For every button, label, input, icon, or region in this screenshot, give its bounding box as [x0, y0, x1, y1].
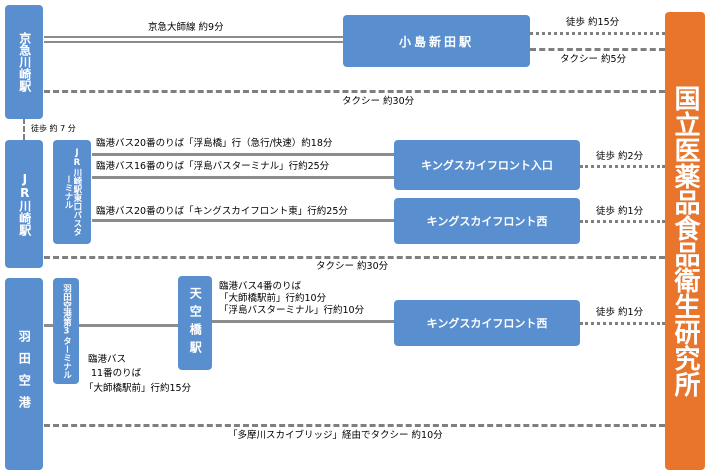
keikyu-daishi-label: 京急大師線 約9分: [148, 22, 224, 33]
bus20-kings-east-label: 臨港バス20番のりば「キングスカイフロント東」行約25分: [96, 206, 348, 217]
kojima-shinden-station: 小島新田駅: [343, 15, 530, 67]
taxi-30-b-line: [44, 256, 665, 259]
bus20-ukishimabashi-line: [92, 153, 394, 156]
jr-bus-terminal: JR川崎駅東口バスターミナル: [53, 140, 91, 244]
kings-entrance-stop: キングスカイフロント入口: [394, 140, 580, 190]
taxi-5-label: タクシー 約5分: [560, 54, 627, 65]
bus4-label-3: 「浮島バスターミナル」行約10分: [219, 305, 365, 316]
bus16-line: [92, 176, 394, 179]
walk-7-label: 徒歩 約 7 分: [31, 124, 76, 133]
bus4-label-2: 「大師橋駅前」行約10分: [219, 293, 327, 304]
walk-1-b-label: 徒歩 約1分: [596, 307, 644, 318]
bus4-label-1: 臨港バス4番のりば: [219, 281, 302, 292]
walk-1-a-line: [580, 220, 665, 223]
taxi-30-a-line: [44, 90, 665, 93]
bus20-kings-east-line: [92, 219, 394, 222]
jr-kawasaki-station: JR川崎駅: [5, 140, 43, 268]
taxi-30-b-label: タクシー 約30分: [316, 261, 389, 272]
taxi-tamagawa-label: 「多摩川スカイブリッジ」経由でタクシー 約10分: [228, 430, 443, 441]
walk-1-b-line: [580, 322, 665, 325]
walk-7-line: [23, 118, 25, 140]
bus11-label-1: 臨港バス: [88, 354, 127, 365]
kings-west-stop-1: キングスカイフロント西: [394, 198, 580, 244]
kings-west-stop-2: キングスカイフロント西: [394, 300, 580, 346]
walk-2-label: 徒歩 約2分: [596, 151, 644, 162]
walk-1-a-label: 徒歩 約1分: [596, 206, 644, 217]
haneda-airport: 羽田空港: [5, 278, 43, 470]
destination-nihs: 国立医薬品食品衛生研究所: [665, 12, 705, 470]
tenkubashi-station: 天空橋駅: [178, 276, 212, 370]
walk-15-line: [530, 32, 665, 35]
bus11-label-3: 「大師橋駅前」行約15分: [84, 383, 192, 394]
keikyu-daishi-line-bottom: [44, 41, 344, 43]
walk-2-line: [580, 165, 665, 168]
bus16-label: 臨港バス16番のりば「浮島バスターミナル」行約25分: [96, 161, 330, 172]
walk-15-label: 徒歩 約15分: [566, 17, 620, 28]
bus11-label-2: 11番のりば: [91, 368, 142, 379]
keikyu-daishi-line-top: [44, 36, 344, 38]
bus4-line: [212, 320, 394, 323]
keikyu-kawasaki-station: 京急川崎駅: [5, 5, 43, 119]
bus20-ukishimabashi-label: 臨港バス20番のりば「浮島橋」行（急行/快速）約18分: [96, 138, 333, 149]
taxi-tamagawa-line: [44, 424, 665, 427]
taxi-5-line: [530, 48, 665, 51]
taxi-30-a-label: タクシー 約30分: [342, 96, 415, 107]
bus11-line: [44, 324, 178, 327]
haneda-terminal3: 羽田空港第3ターミナル: [53, 278, 79, 384]
